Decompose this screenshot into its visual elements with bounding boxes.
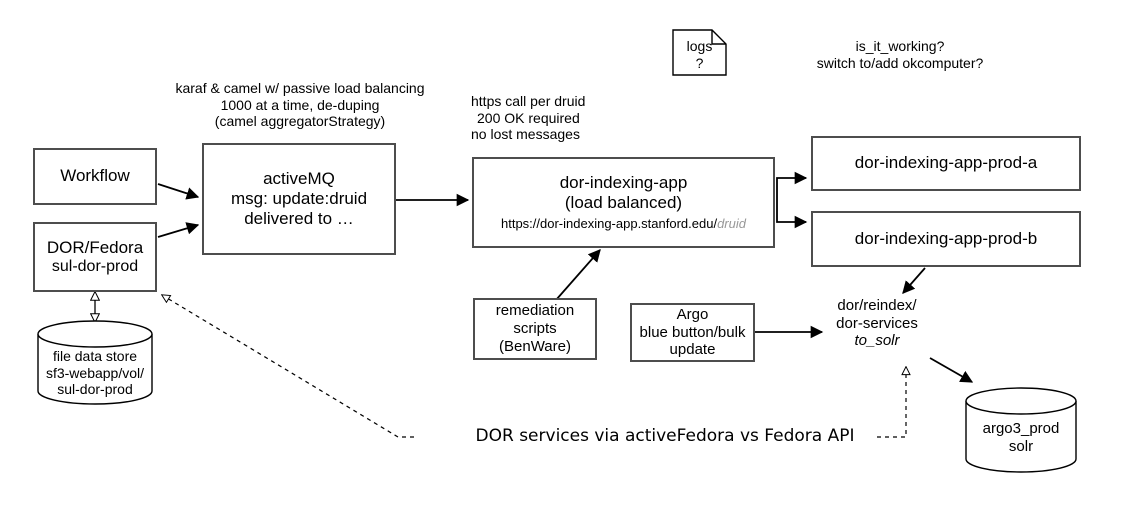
edge-dashed-dor-services-left: [162, 295, 414, 438]
label-dor-reindex: dor/reindex/ dor-services to_solr: [817, 297, 937, 350]
questions-line2: switch to/add okcomputer?: [816, 54, 984, 71]
node-activemq-line2: msg: update:druid: [230, 188, 368, 208]
annotation-indexing-note: https call per druid 200 OK required no …: [471, 93, 671, 143]
logs-note-labels: logs ?: [673, 38, 726, 71]
node-logs-note[interactable]: logs ?: [673, 30, 726, 75]
indexing-note-line2: 200 OK required: [477, 109, 580, 126]
node-argo-line1: Argo: [676, 305, 709, 323]
node-workflow-label: Workflow: [60, 166, 130, 186]
edge-dashed-dor-services-right: [877, 367, 906, 438]
node-argo-line2: blue button/bulk: [639, 323, 746, 341]
label-dor-services-api: DOR services via activeFedora vs Fedora …: [455, 426, 875, 446]
edge-prod-b-to-reindex: [902, 267, 926, 294]
node-dor-fedora[interactable]: DOR/Fedora sul-dor-prod: [33, 222, 157, 292]
reindex-line2: dor-services: [836, 314, 918, 332]
node-file-data-store[interactable]: file data store sf3-webapp/vol/ sul-dor-…: [38, 321, 152, 405]
logs-note-line2: ?: [695, 54, 704, 71]
file-data-store-line3: sul-dor-prod: [57, 381, 133, 398]
dor-services-api-text: DOR services via activeFedora vs Fedora …: [475, 426, 855, 446]
file-data-store-line2: sf3-webapp/vol/: [45, 364, 145, 381]
node-indexing-app-line2: (load balanced): [564, 193, 683, 213]
node-workflow[interactable]: Workflow: [33, 148, 157, 205]
reindex-line1: dor/reindex/: [837, 297, 917, 314]
node-dor-fedora-line2: sul-dor-prod: [51, 257, 139, 275]
node-prod-b[interactable]: dor-indexing-app-prod-b: [811, 211, 1081, 267]
node-argo[interactable]: Argo blue button/bulk update: [630, 303, 755, 362]
indexing-note-line1: https call per druid: [471, 93, 586, 109]
solr-store-labels: argo3_prod solr: [966, 420, 1076, 455]
reindex-line3: to_solr: [854, 332, 900, 350]
edge-dorfedora-to-activemq: [157, 222, 200, 238]
edge-indexing-app-to-prod-b: [776, 200, 808, 229]
node-prod-a[interactable]: dor-indexing-app-prod-a: [811, 136, 1081, 191]
node-remediation-scripts[interactable]: remediation scripts (BenWare): [473, 298, 597, 360]
annotation-questions: is_it_working? switch to/add okcomputer?: [760, 38, 1040, 71]
logs-note-line1: logs: [686, 38, 713, 54]
node-solr-store[interactable]: argo3_prod solr: [966, 388, 1076, 472]
annotation-activemq-note: karaf & camel w/ passive load balancing …: [160, 80, 440, 130]
indexing-note-line3: no lost messages: [471, 126, 580, 143]
node-indexing-app-url-prefix: https://dor-indexing-app.stanford.edu/: [500, 216, 718, 232]
node-activemq-line3: delivered to …: [244, 209, 354, 229]
node-prod-b-label: dor-indexing-app-prod-b: [854, 228, 1038, 248]
edge-indexing-app-to-prod-a: [776, 171, 808, 200]
edge-reindex-to-solr: [929, 357, 974, 383]
node-indexing-app-url: https://dor-indexing-app.stanford.edu/dr…: [501, 216, 746, 231]
activemq-note-line2: 1000 at a time, de-duping: [220, 96, 380, 113]
node-argo-line3: update: [669, 341, 716, 359]
solr-store-line2: solr: [1008, 437, 1034, 455]
node-dor-indexing-app[interactable]: dor-indexing-app (load balanced) https:/…: [472, 157, 775, 248]
file-data-store-line1: file data store: [52, 348, 138, 364]
node-remediation-line2: scripts: [513, 320, 557, 338]
questions-line1: is_it_working?: [855, 38, 945, 54]
edge-workflow-to-activemq: [157, 183, 200, 200]
file-data-store-labels: file data store sf3-webapp/vol/ sul-dor-…: [38, 348, 152, 398]
node-activemq-line1: activeMQ: [263, 168, 335, 188]
node-prod-a-label: dor-indexing-app-prod-a: [854, 153, 1038, 173]
activemq-note-line1: karaf & camel w/ passive load balancing: [175, 80, 425, 96]
activemq-note-line3: (camel aggregatorStrategy): [214, 113, 386, 130]
node-remediation-line1: remediation: [495, 302, 575, 320]
node-remediation-line3: (BenWare): [499, 337, 571, 355]
node-activemq[interactable]: activeMQ msg: update:druid delivered to …: [202, 143, 396, 255]
edge-remediation-to-indexing-app: [555, 249, 601, 301]
node-dor-fedora-line1: DOR/Fedora: [46, 237, 144, 257]
node-indexing-app-url-suffix: druid: [717, 216, 746, 232]
solr-store-line1: argo3_prod: [982, 420, 1060, 437]
node-indexing-app-line1: dor-indexing-app: [559, 173, 688, 193]
